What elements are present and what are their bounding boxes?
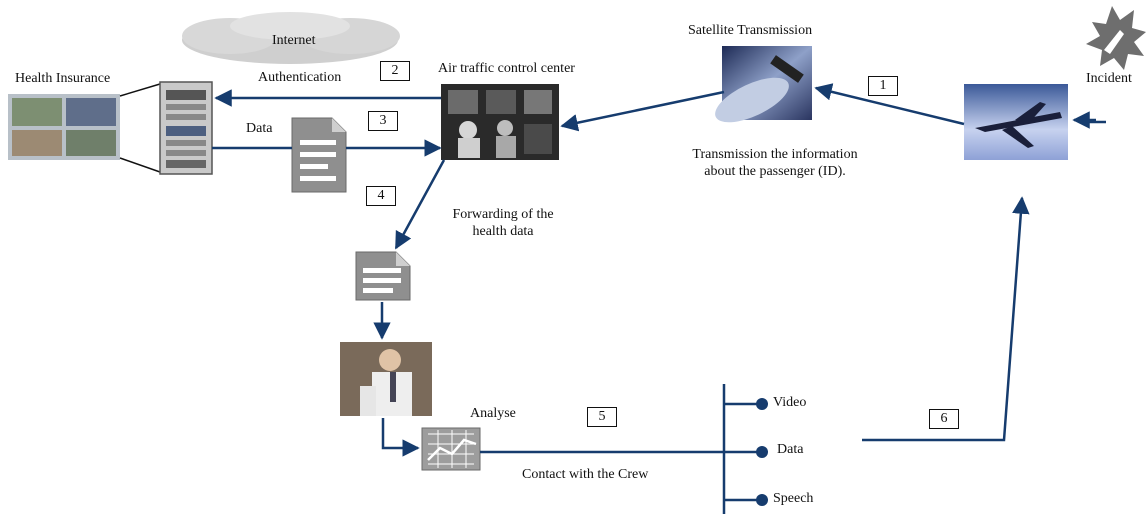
server-rack-icon xyxy=(159,81,213,175)
health-insurance-label: Health Insurance xyxy=(15,71,111,86)
incident-burst-icon xyxy=(1086,6,1146,70)
step-box-1: 1 xyxy=(868,76,898,96)
arrow-atc-to-document xyxy=(394,159,446,250)
authentication-label: Authentication xyxy=(258,70,342,85)
speech-label: Speech xyxy=(773,491,814,506)
step-box-4: 4 xyxy=(366,186,396,206)
health-insurance-image xyxy=(8,94,120,160)
air-traffic-control-image xyxy=(441,84,559,160)
hub-dot-speech xyxy=(756,494,768,506)
step-box-5: 5 xyxy=(587,407,617,427)
transmission-info-label: Transmission the information about the p… xyxy=(692,147,858,179)
video-label: Video xyxy=(773,395,807,410)
arrow-satellite-to-atc xyxy=(560,90,725,132)
hub-dot-video xyxy=(756,398,768,410)
document-icon xyxy=(355,251,411,301)
internet-label: Internet xyxy=(272,33,316,48)
satellite-dish-image xyxy=(715,46,812,123)
hub-dot-data xyxy=(756,446,768,458)
cloud-icon xyxy=(182,12,400,64)
monitor-chart-icon xyxy=(421,427,481,471)
step-box-2: 2 xyxy=(380,61,410,81)
arrow-doctor-to-monitor xyxy=(381,418,420,457)
document-icon xyxy=(291,117,347,193)
atc-label: Air traffic control center xyxy=(438,61,575,76)
forwarding-label: Forwarding of the health data xyxy=(452,207,554,239)
arrow-plane-to-satellite xyxy=(814,83,965,126)
airplane-image xyxy=(964,84,1068,160)
step-box-3: 3 xyxy=(368,111,398,131)
data-label-right: Data xyxy=(777,442,804,457)
contact-label: Contact with the Crew xyxy=(522,467,649,482)
data-label-left: Data xyxy=(246,121,273,136)
step-box-6: 6 xyxy=(929,409,959,429)
doctor-image xyxy=(340,342,432,416)
incident-label: Incident xyxy=(1086,71,1132,86)
arrow-feedback-to-plane xyxy=(862,196,1030,442)
satellite-label: Satellite Transmission xyxy=(688,23,813,38)
analyse-label: Analyse xyxy=(470,406,516,421)
